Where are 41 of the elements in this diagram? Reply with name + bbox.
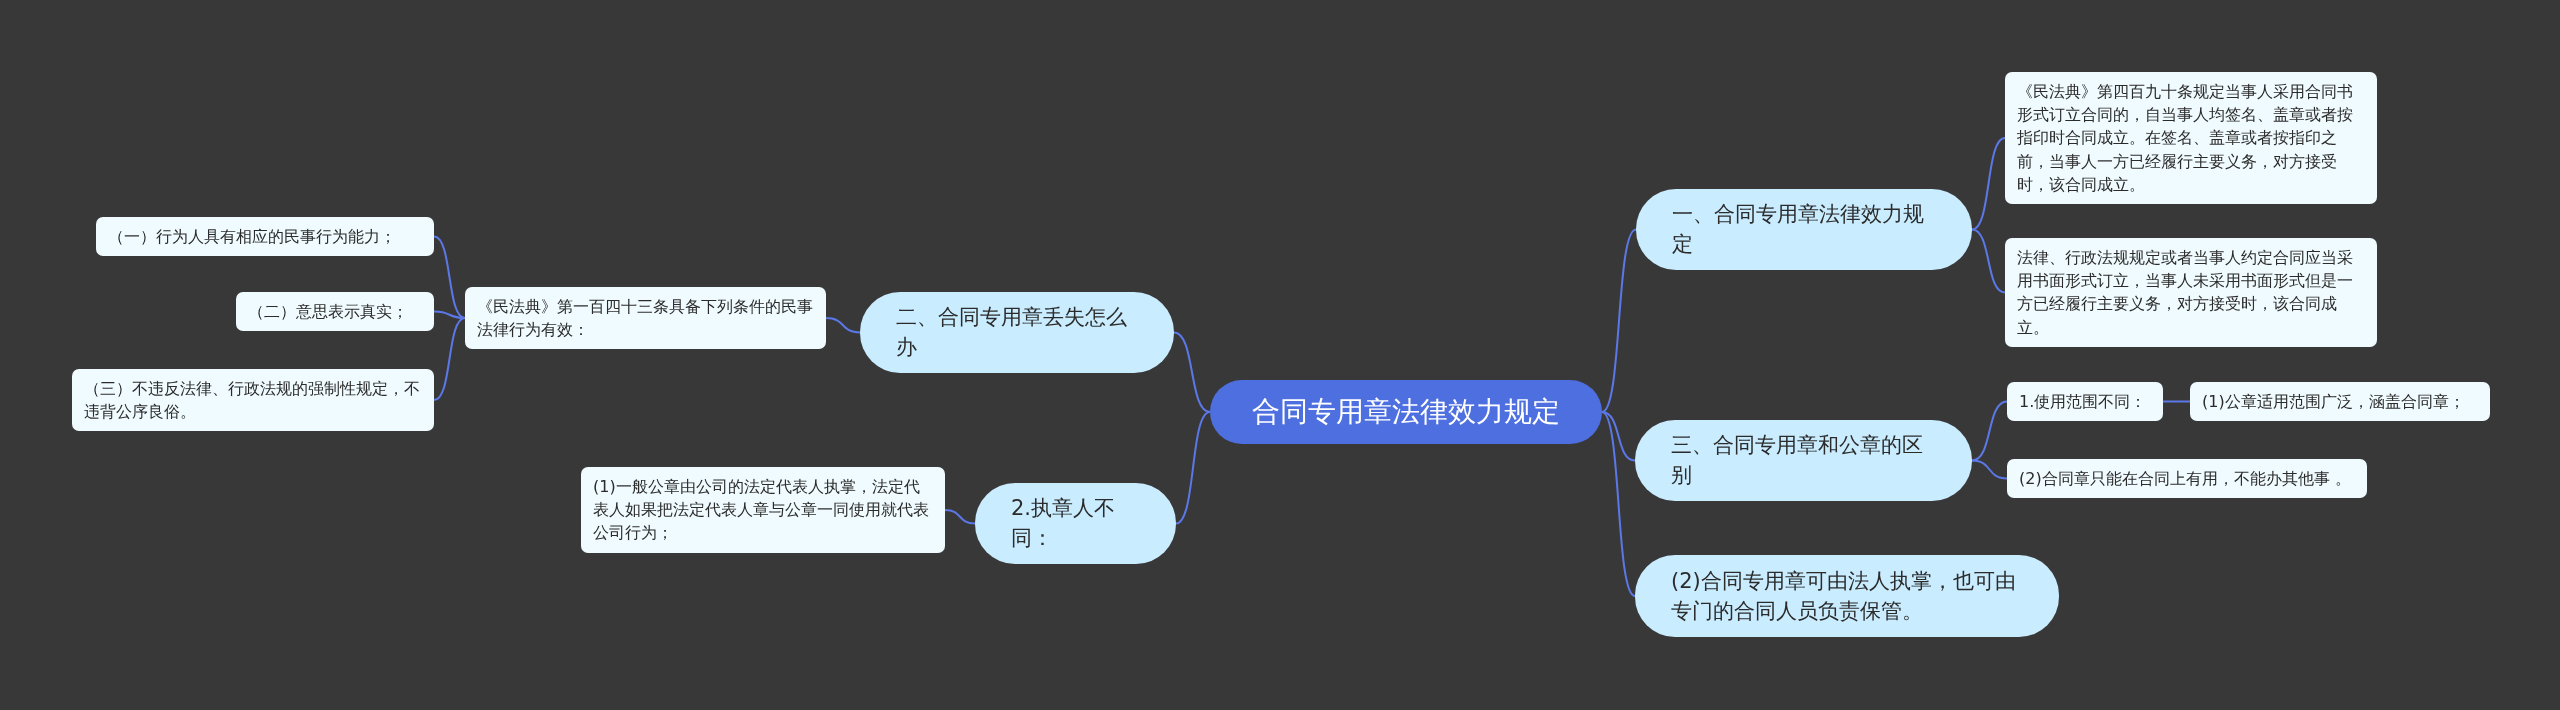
connector-line xyxy=(2162,400,2191,403)
connector-line xyxy=(944,509,976,525)
connector-line xyxy=(1971,137,2006,231)
connector-line xyxy=(1971,459,2008,480)
note-card xyxy=(465,287,826,350)
note-card xyxy=(2007,382,2163,422)
topic-text: (1)一般公章由公司的法定代表人执掌，法定代表人如果把法定代表人章与公章一同使用就代表公司行为； xyxy=(593,476,930,545)
topic-text: (2)合同章只能在合同上有用，不能办其他事 。 xyxy=(2019,468,2351,490)
topic-text: 二、合同专用章丢失怎么办 xyxy=(896,304,1128,362)
connector-line xyxy=(433,310,466,319)
topic-text: 一、合同专用章法律效力规定 xyxy=(1672,201,1925,259)
topic-text: 法律、行政法规规定或者当事人约定合同应当采用书面形式订立，当事人未采用书面形式但是一方已经履行主要义务，对方接受时，该合同成立。 xyxy=(2017,247,2354,339)
note-card xyxy=(2007,459,2367,499)
topic-text: 《民法典》第一百四十三条具备下列条件的民事法律行为有效： xyxy=(477,296,814,342)
connector-line xyxy=(1601,228,1637,413)
note-card xyxy=(72,369,434,432)
connector-line xyxy=(433,235,466,319)
note-card xyxy=(236,292,434,332)
connector-line xyxy=(825,317,861,334)
connector-line xyxy=(1173,331,1211,413)
note-card xyxy=(2005,238,2377,347)
topic-text: （二）意思表示真实； xyxy=(248,301,408,323)
connector-line xyxy=(1601,411,1636,597)
topic-text: 2.执章人不同： xyxy=(1011,495,1117,553)
topic-text: (2)合同专用章可由法人执掌，也可由专门的合同人员负责保管。 xyxy=(1671,567,2017,625)
connector-line xyxy=(433,317,466,401)
topic-text: (1)公章适用范围广泛，涵盖合同章； xyxy=(2202,391,2465,413)
note-card xyxy=(2190,382,2490,422)
topic-text: 《民法典》第四百九十条规定当事人采用合同书形式订立合同的，自当事人均签名、盖章或者按指印时合同成立。在签名、盖章或者按指印之前，当事人一方已经履行主要义务，对方接受时，该合同成立。 xyxy=(2017,81,2354,196)
connector-line xyxy=(1971,228,2006,294)
note-card xyxy=(96,217,434,257)
topic-text: 三、合同专用章和公章的区别 xyxy=(1671,432,1924,490)
topic-text: 1.使用范围不同： xyxy=(2019,391,2147,413)
connector-line xyxy=(1971,400,2008,462)
topic-text: 合同专用章法律效力规定 xyxy=(1252,393,1560,430)
topic-text: （三）不违反法律、行政法规的强制性规定，不违背公序良俗。 xyxy=(84,378,421,424)
note-card xyxy=(2005,72,2377,204)
connector-line xyxy=(1601,411,1636,462)
note-card xyxy=(581,467,945,553)
topic-text: （一）行为人具有相应的民事行为能力； xyxy=(108,226,396,248)
connector-line xyxy=(1175,411,1211,525)
